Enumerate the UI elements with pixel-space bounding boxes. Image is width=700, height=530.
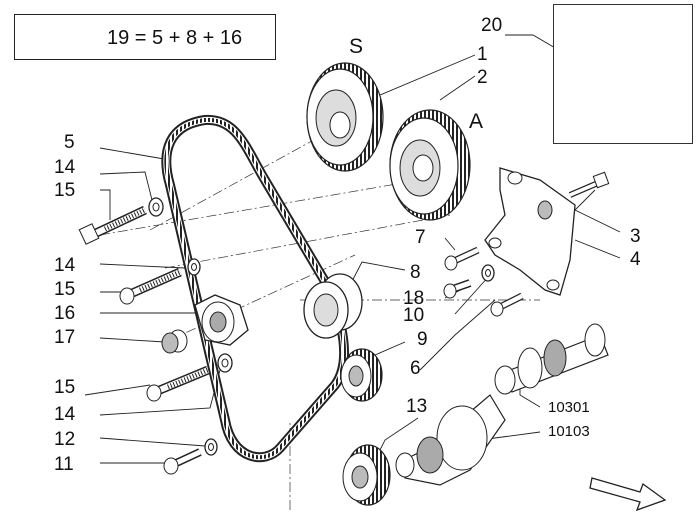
label-16: 16: [54, 303, 76, 324]
bolt-18: [443, 279, 472, 299]
formula-text: 19 = 5 + 8 + 16: [107, 27, 243, 49]
label-14-bottom: 14: [54, 404, 76, 425]
idler-pulley-8: [303, 273, 363, 339]
label-14-top: 14: [54, 157, 76, 178]
label-15-bottom: 15: [54, 377, 76, 398]
camshaft-pulley-a: [389, 109, 471, 221]
formula-box: 19 = 5 + 8 + 16: [14, 14, 276, 60]
label-14-middle: 14: [54, 255, 76, 276]
bolt-15-bottom: [146, 365, 210, 402]
camshaft-10301: [494, 323, 609, 395]
label-6: 6: [410, 358, 421, 379]
bolt-3: [568, 171, 610, 198]
label-13: 13: [406, 396, 428, 417]
label-15-top: 15: [54, 180, 76, 201]
label-12: 12: [54, 429, 76, 450]
bolt-15-middle: [119, 267, 182, 305]
crankshaft-pulley-13: [342, 444, 391, 506]
crankshaft-10103: [395, 394, 506, 486]
label-17: 17: [54, 327, 76, 348]
bolt-11: [163, 448, 202, 475]
label-10301: 10301: [548, 399, 590, 416]
letter-a: A: [469, 110, 484, 133]
label-8: 8: [410, 262, 421, 283]
label-10103: 10103: [548, 423, 590, 440]
label-20: 20: [481, 15, 503, 36]
washer-10: [481, 264, 495, 282]
label-4: 4: [630, 249, 641, 270]
letter-s: S: [349, 35, 364, 58]
washer-14-middle: [187, 258, 201, 276]
label-1: 1: [477, 44, 488, 65]
tensioner-bracket: [484, 167, 576, 296]
label-18: 18: [403, 288, 425, 309]
label-2: 2: [477, 67, 488, 88]
washer-14-bottom: [217, 353, 233, 373]
camshaft-pulley-s: [306, 62, 384, 172]
label-9: 9: [417, 329, 428, 350]
spacer-17: [161, 329, 188, 354]
washer-14-top: [148, 197, 164, 217]
bolt-7: [444, 246, 480, 271]
label-7: 7: [415, 227, 426, 248]
pulley-9: [340, 348, 383, 402]
bolt-15-top: [78, 205, 147, 245]
timing-belt: [161, 114, 349, 463]
label-3: 3: [630, 226, 641, 247]
tensioner-16: [194, 294, 249, 346]
kit-box: [553, 4, 693, 144]
bolt-6: [490, 292, 524, 317]
label-11: 11: [54, 454, 74, 475]
direction-arrow-icon: [589, 477, 667, 512]
washer-12: [204, 438, 218, 456]
label-5: 5: [64, 132, 75, 153]
label-15-middle: 15: [54, 279, 76, 300]
label-10: 10: [403, 305, 425, 326]
